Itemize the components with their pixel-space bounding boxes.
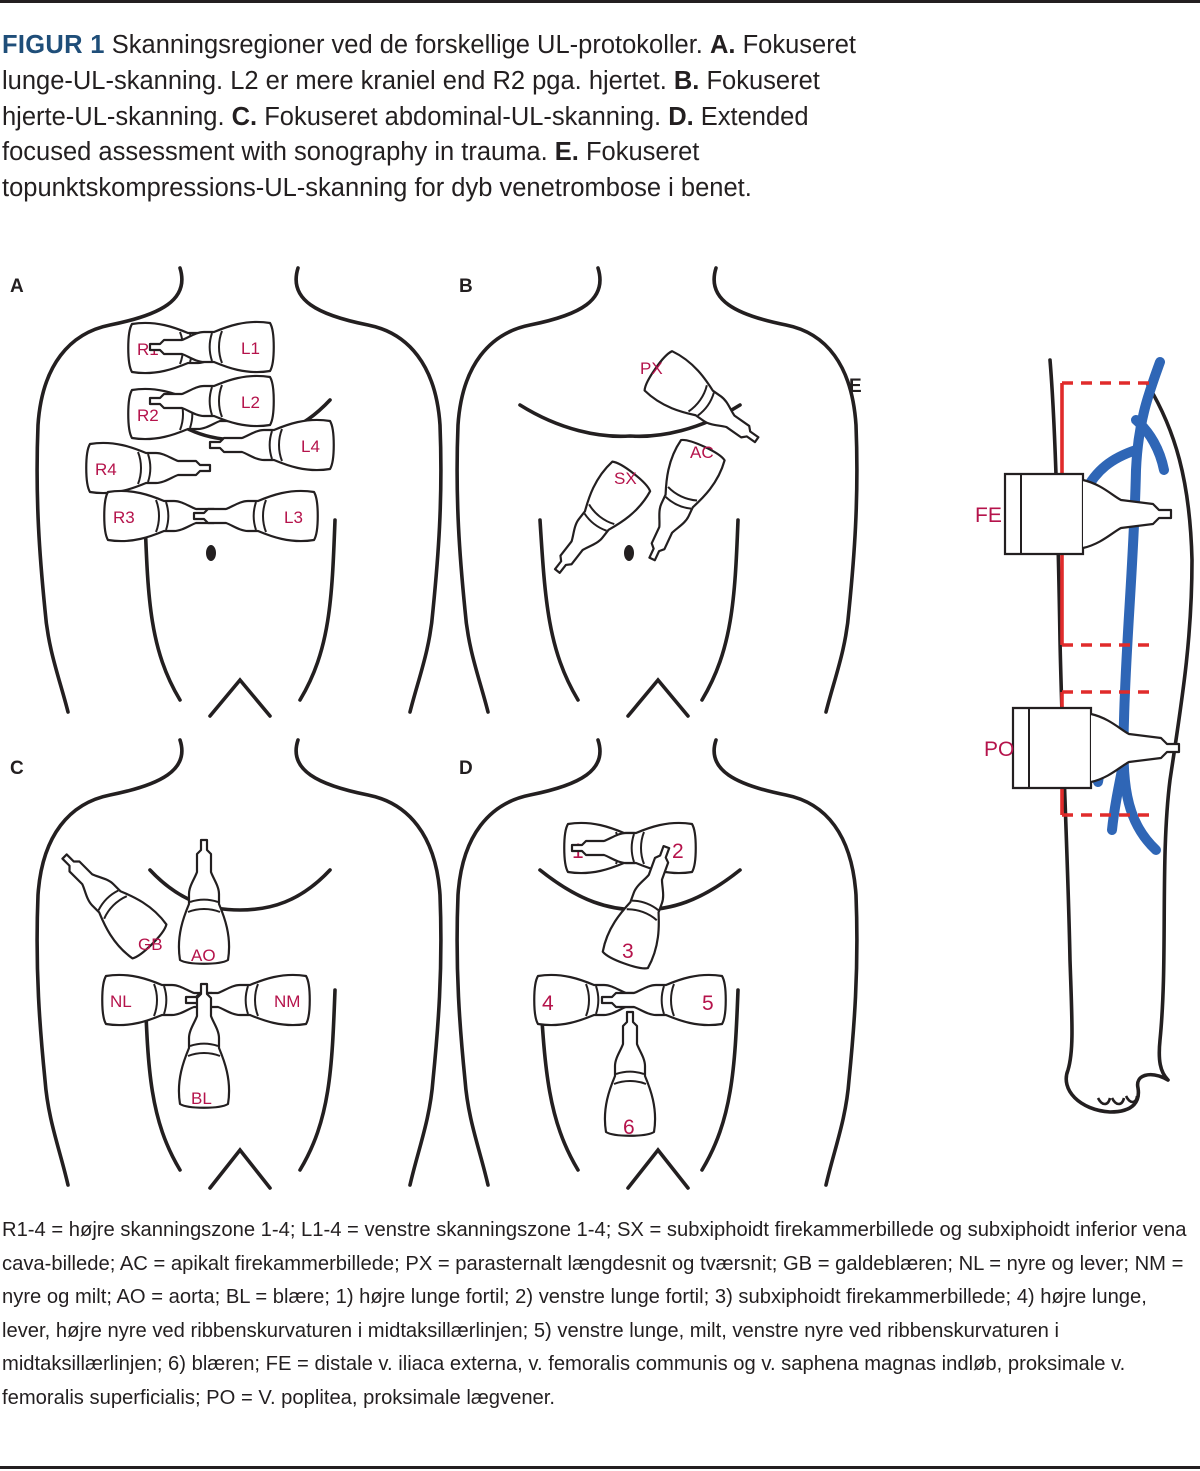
figure-caption: FIGUR 1 Skanningsregioner ved de forskel… [2, 28, 862, 207]
probe-sx: SX [536, 456, 655, 588]
probe-l4: L4 [208, 418, 335, 472]
panel-e: E FE PO [849, 357, 1194, 1114]
probe-l4-label: L4 [301, 437, 320, 456]
panel-c: C GB AO NL NM BL [10, 738, 443, 1190]
probe-l1-label: L1 [241, 339, 260, 358]
panel-d: D 1 2 3 4 5 6 [455, 738, 859, 1190]
caption-part-c-letter: C. [231, 102, 258, 131]
panel-b-letter: B [459, 276, 473, 297]
probe-ao-label: AO [191, 946, 216, 965]
probe-4-label: 4 [542, 992, 554, 1015]
probe-po: PO [984, 706, 1181, 790]
panel-e-letter: E [849, 376, 862, 397]
probe-2-label: 2 [672, 840, 684, 863]
figure-title: Skanningsregioner ved de forskellige UL-… [111, 31, 703, 59]
caption-part-a-letter: A. [709, 31, 736, 59]
probe-fe-label: FE [975, 504, 1002, 527]
probe-r3: R3 [103, 489, 230, 543]
panel-e-vein-main [1118, 357, 1165, 855]
caption-part-a-text: Fokuseret lunge-UL-skanning. L2 er mere … [2, 31, 856, 95]
caption-part-b-letter: B. [673, 66, 700, 95]
figure-footnote: R1-4 = højre skanningszone 1-4; L1-4 = v… [2, 1219, 1187, 1409]
panel-c-letter: C [10, 758, 24, 779]
probe-l1: L1 [148, 320, 275, 374]
probe-6-label: 6 [623, 1116, 635, 1139]
panel-d-letter: D [459, 758, 473, 779]
caption-part-e-letter: E. [554, 138, 579, 167]
probe-nm-label: NM [274, 992, 300, 1011]
probe-ao: AO [177, 838, 231, 965]
probe-px: PX [639, 347, 773, 462]
probe-r2: R2 [127, 387, 254, 441]
probe-3-label: 3 [622, 940, 634, 963]
probe-gb-label: GB [138, 935, 163, 954]
probe-nl: NL [101, 973, 228, 1027]
probe-bl-label: BL [191, 1089, 212, 1108]
bottom-rule [0, 1466, 1200, 1469]
probe-l3-label: L3 [284, 508, 303, 527]
probe-l2-label: L2 [241, 393, 260, 412]
probe-2: 2 [570, 821, 697, 875]
probe-sx-label: SX [614, 469, 637, 488]
probe-6: 6 [603, 1010, 657, 1139]
caption-part-b-text: Fokuseret hjerte-UL-skanning. [2, 66, 820, 131]
panel-e-toes [1096, 1095, 1139, 1106]
probe-po-label: PO [984, 738, 1014, 761]
probe-ac-label: AC [690, 443, 714, 462]
panel-a: A R1 R2 R4 R3 L1 L2 L4 [10, 266, 443, 718]
panel-a-letter: A [10, 276, 24, 297]
panel-b: B PX AC SX [455, 266, 859, 718]
probe-r4: R4 [85, 441, 212, 495]
caption-part-c-text: Fokuseret abdominal-UL-skanning. [264, 102, 662, 131]
panel-c-torso [35, 738, 443, 1190]
probe-px-label: PX [640, 359, 663, 378]
probe-5: 5 [600, 973, 727, 1027]
probe-r3-label: R3 [113, 508, 135, 527]
probe-r4-label: R4 [95, 460, 117, 479]
probe-4: 4 [533, 973, 660, 1027]
panel-d-torso [455, 738, 859, 1190]
probe-gb: GB [45, 837, 171, 963]
probe-l2: L2 [148, 374, 275, 428]
panel-b-torso [455, 266, 859, 718]
probe-ac: AC [628, 435, 729, 571]
caption-part-d-text: Extended focused assessment with sonogra… [2, 102, 809, 167]
probe-fe: FE [975, 472, 1173, 556]
figure-illustration: A R1 R2 R4 R3 L1 L2 L4 [10, 266, 1194, 1190]
probe-bl: BL [177, 982, 231, 1109]
probe-nl-label: NL [110, 992, 132, 1011]
caption-part-d-letter: D. [668, 102, 694, 131]
top-rule [0, 0, 1200, 3]
probe-r2-label: R2 [137, 406, 159, 425]
probe-3: 3 [599, 837, 692, 974]
caption-part-e-text: Fokuseret topunktskompressions-UL-skanni… [2, 138, 752, 203]
figure-label: FIGUR 1 [2, 31, 105, 59]
probe-l3: L3 [192, 489, 319, 543]
panel-e-vein-branch-upper [1080, 415, 1169, 497]
panel-b-navel [624, 545, 634, 561]
probe-nm: NM [184, 973, 311, 1027]
probe-5-label: 5 [702, 992, 714, 1015]
panel-a-navel [206, 545, 216, 561]
